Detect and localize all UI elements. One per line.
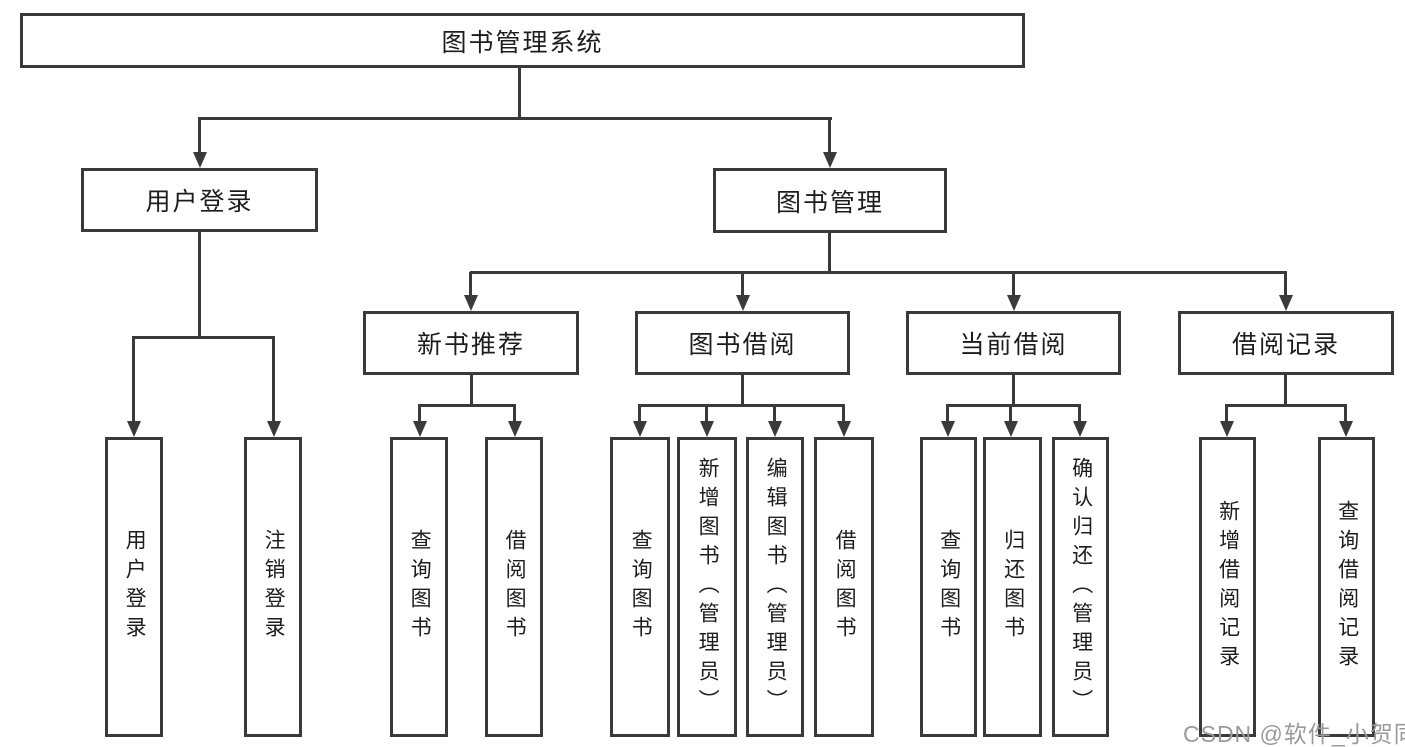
node-book-borrowing: 图书借阅 [635,311,850,375]
node-label: 用户登录 [145,188,254,216]
node-label: 用户登录 [123,529,147,645]
node-user-login: 用户登录 [81,168,318,232]
connector-current-rail [946,404,1081,407]
node-label: 确认归还（管理员） [1069,456,1093,718]
leaf-add-borrow-record: 新增借阅记录 [1199,437,1256,737]
connector-mgmt-stem [828,233,831,274]
arrow-down-icon [1078,405,1081,421]
node-label: 归还图书 [1001,529,1025,645]
connector-newbooks-rail [418,404,516,407]
node-book-management: 图书管理 [713,168,947,233]
csdn-watermark: CSDN @软件_小贺同学 [1183,721,1405,747]
connector-login-stem [198,232,201,338]
node-label: 查询借阅记录 [1335,500,1359,674]
arrow-down-icon [513,405,516,421]
node-borrowing-records: 借阅记录 [1178,311,1394,375]
node-label: 借阅图书 [503,529,527,645]
node-library-management-system: 图书管理系统 [20,13,1025,68]
node-label: 查询图书 [629,529,653,645]
node-label: 新增借阅记录 [1216,500,1240,674]
arrow-down-icon [132,337,135,421]
node-label: 图书管理 [775,188,884,217]
leaf-borrow-books: 借阅图书 [814,437,874,737]
connector-newbooks-stem [470,375,473,406]
arrow-down-icon [469,272,472,295]
arrow-down-icon [828,118,831,152]
arrow-down-icon [741,272,744,295]
arrow-down-icon [1012,272,1015,295]
leaf-query-books: 查询图书 [610,437,670,737]
arrow-down-icon [198,118,201,152]
leaf-add-books-admin: 新增图书（管理员） [677,437,737,737]
node-label: 当前借阅 [959,331,1068,359]
arrow-down-icon [638,405,641,421]
connector-root-stem [518,68,521,119]
node-new-book-recommendation: 新书推荐 [363,311,579,375]
node-label: 借阅记录 [1231,331,1340,359]
node-label: 借阅图书 [833,529,857,645]
connector-mgmt-rail [470,271,1287,274]
leaf-logout: 注销登录 [244,437,302,737]
arrow-down-icon [1009,405,1012,421]
arrow-down-icon [705,405,708,421]
arrow-down-icon [946,405,949,421]
node-current-borrowing: 当前借阅 [906,311,1121,375]
leaf-edit-books-admin: 编辑图书（管理员） [746,437,804,737]
node-label: 新书推荐 [416,331,525,359]
connector-records-rail [1225,404,1347,407]
node-label: 查询图书 [937,529,961,645]
connector-current-stem [1012,375,1015,406]
arrow-down-icon [773,405,776,421]
node-label: 查询图书 [408,529,432,645]
leaf-confirm-return-admin: 确认归还（管理员） [1052,437,1109,737]
connector-records-stem [1284,375,1287,406]
arrow-down-icon [1284,272,1287,295]
connector-root-rail [198,117,832,120]
arrow-down-icon [272,337,275,421]
arrow-down-icon [842,405,845,421]
leaf-borrow-books: 借阅图书 [485,437,543,737]
node-label: 新增图书（管理员） [696,456,720,718]
leaf-query-books: 查询图书 [920,437,977,737]
connector-borrow-stem [741,375,744,406]
leaf-query-borrow-record: 查询借阅记录 [1318,437,1375,737]
node-label: 编辑图书（管理员） [764,456,788,718]
node-label: 图书管理系统 [441,28,604,57]
connector-login-rail [132,336,275,339]
arrow-down-icon [1344,405,1347,421]
leaf-query-books: 查询图书 [390,437,448,737]
connector-borrow-rail [638,404,845,407]
leaf-return-books: 归还图书 [983,437,1042,737]
arrow-down-icon [418,405,421,421]
node-label: 注销登录 [262,529,286,645]
leaf-user-login: 用户登录 [105,437,163,737]
node-label: 图书借阅 [688,331,797,359]
arrow-down-icon [1225,405,1228,421]
